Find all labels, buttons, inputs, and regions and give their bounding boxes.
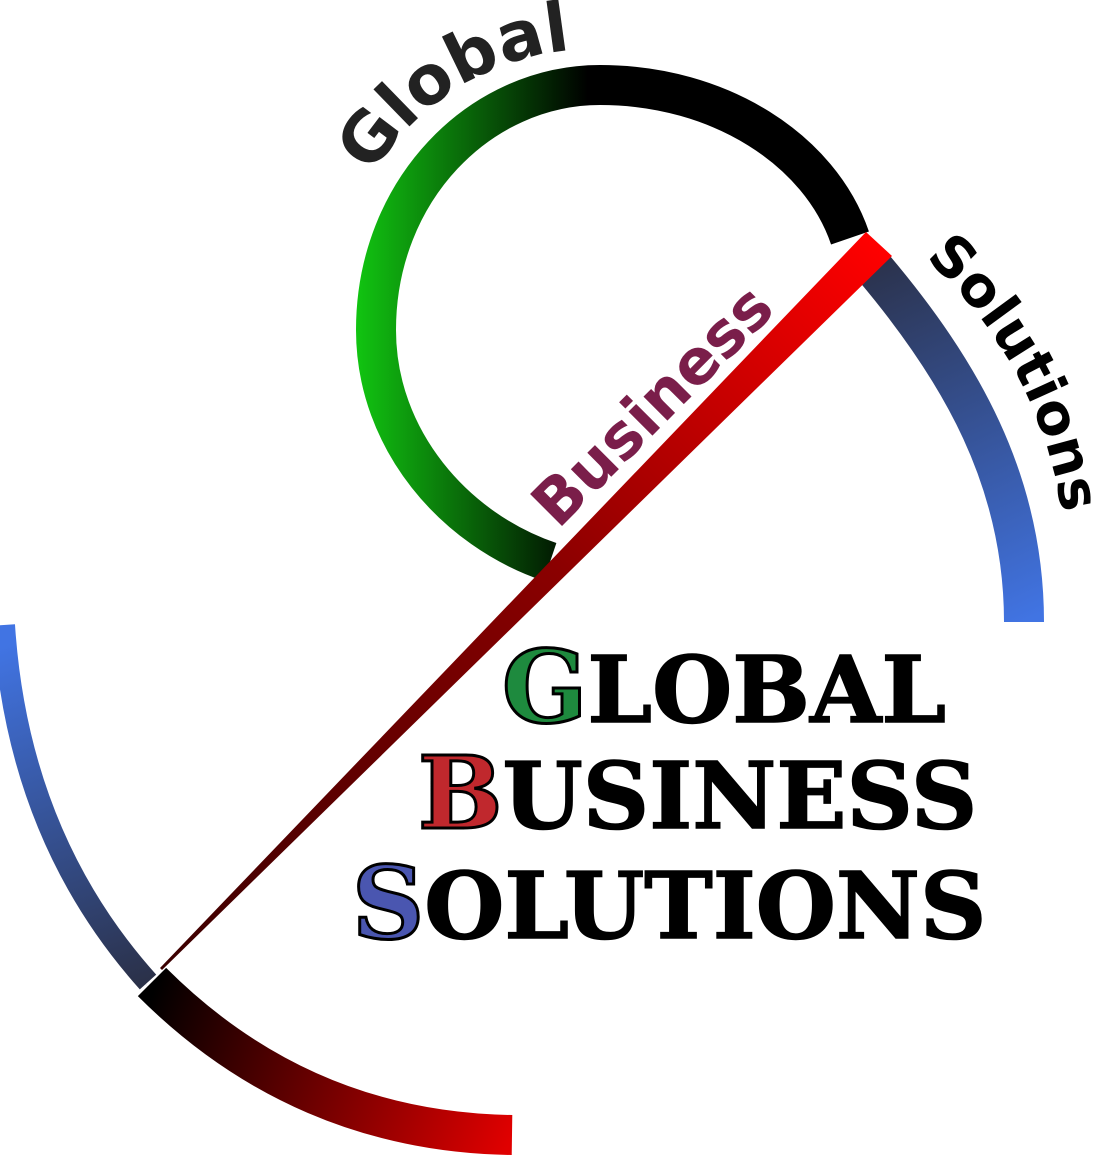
top-loop-arc xyxy=(355,64,869,581)
wordmark-line-solutions: SOLUTIONS xyxy=(352,844,986,962)
wordmark-rest-solutions: OLUTIONS xyxy=(424,852,986,960)
left-arc-thick xyxy=(0,624,157,990)
wordmark-rest-business: USINESS xyxy=(503,742,978,850)
wordmark-initial-b: B xyxy=(418,734,503,852)
business-diagonal-label: Business xyxy=(517,270,788,541)
bottom-arc xyxy=(137,967,513,1155)
wordmark: GLOBAL BUSINESS SOLUTIONS xyxy=(351,627,988,964)
wordmark-initial-g: G xyxy=(502,628,587,746)
right-arc xyxy=(858,255,1044,623)
diagonal-stroke xyxy=(160,232,892,970)
wordmark-line-global: GLOBAL xyxy=(502,628,946,746)
wordmark-rest-global: LOBAL xyxy=(587,636,946,744)
left-arc xyxy=(4,625,150,990)
business-diagonal-text: Business xyxy=(517,270,788,541)
wordmark-line-business: BUSINESS xyxy=(418,734,977,852)
wordmark-initial-s: S xyxy=(352,844,424,962)
